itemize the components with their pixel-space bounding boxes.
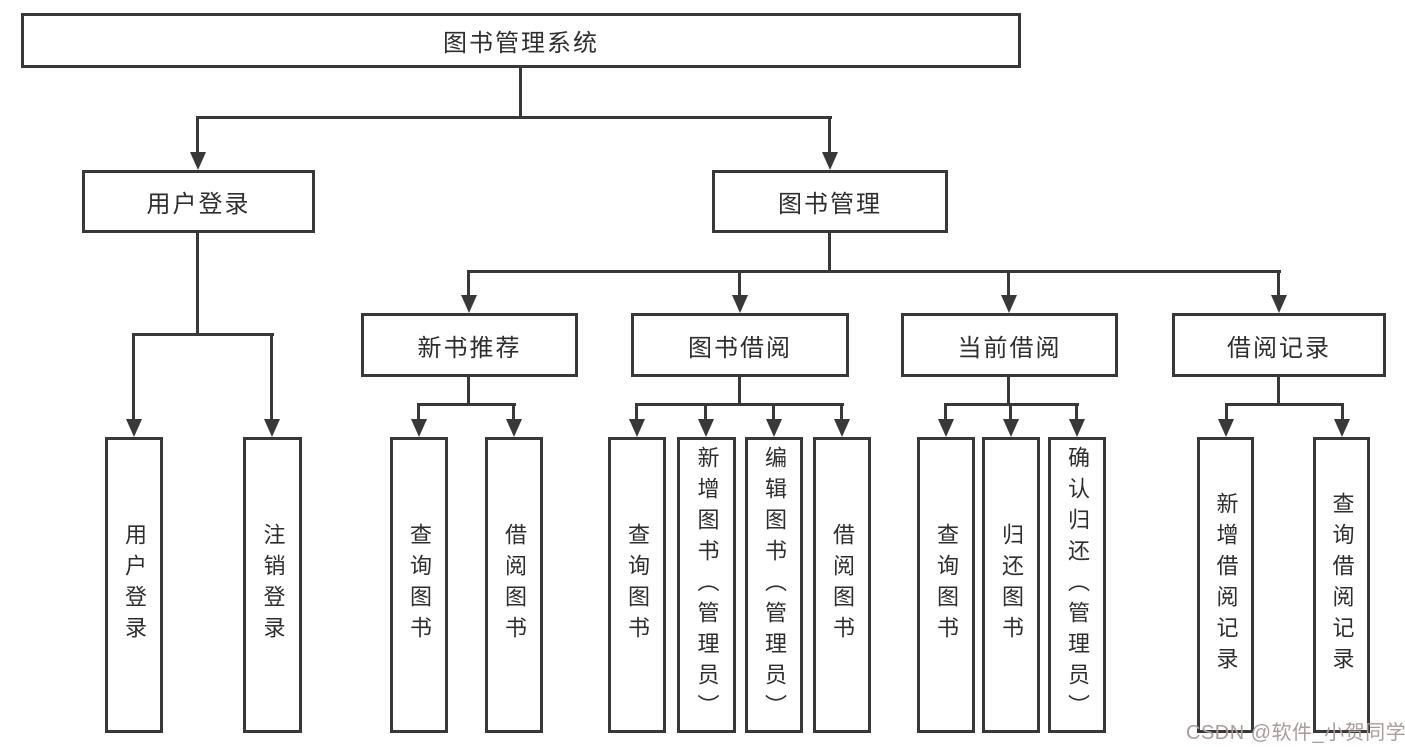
arrow-down-icon bbox=[126, 419, 142, 437]
arrow-down-icon bbox=[1271, 295, 1287, 313]
leaf-label: 查询借阅记录 bbox=[1329, 492, 1355, 678]
leaf-label: 查询图书 bbox=[407, 523, 432, 647]
arrow-down-icon bbox=[1069, 419, 1085, 437]
connector-line bbox=[196, 116, 199, 158]
arrow-down-icon bbox=[766, 419, 782, 437]
connector-line bbox=[1075, 403, 1078, 422]
arrow-down-icon bbox=[264, 419, 280, 437]
connector-line bbox=[467, 270, 470, 299]
arrow-down-icon bbox=[698, 419, 714, 437]
connector-line bbox=[417, 403, 516, 406]
leaf-add-borrow-record: 新增借阅记录 bbox=[1197, 437, 1254, 733]
leaf-label: 用户登录 bbox=[122, 523, 147, 647]
watermark: CSDN @软件_小贺同学 bbox=[1186, 722, 1405, 744]
leaf-label: 查询图书 bbox=[625, 523, 650, 647]
leaf-query-books-borrow: 查询图书 bbox=[608, 437, 666, 733]
connector-line bbox=[132, 333, 135, 423]
arrow-down-icon bbox=[1218, 419, 1234, 437]
arrow-down-icon bbox=[461, 295, 477, 313]
leaf-label: 借阅图书 bbox=[502, 523, 527, 647]
connector-line bbox=[196, 116, 832, 119]
connector-line bbox=[1007, 377, 1010, 406]
leaf-label: 借阅图书 bbox=[830, 523, 855, 647]
connector-line bbox=[635, 403, 844, 406]
connector-line bbox=[840, 403, 843, 422]
connector-line bbox=[132, 333, 274, 336]
leaf-add-book-admin: 新增图书（管理员） bbox=[677, 437, 736, 733]
arrow-down-icon bbox=[834, 419, 850, 437]
connector-line bbox=[1225, 403, 1228, 422]
leaf-logout: 注销登录 bbox=[243, 437, 302, 733]
arrow-down-icon bbox=[732, 295, 748, 313]
leaf-query-books-recommend: 查询图书 bbox=[390, 437, 448, 733]
connector-line bbox=[635, 403, 638, 422]
connector-line bbox=[467, 270, 1281, 273]
connector-line bbox=[772, 403, 775, 422]
leaf-edit-book-admin: 编辑图书（管理员） bbox=[745, 437, 803, 733]
node-current-borrow: 当前借阅 bbox=[901, 313, 1118, 377]
connector-line bbox=[704, 403, 707, 422]
connector-line bbox=[1225, 403, 1344, 406]
leaf-label: 归还图书 bbox=[999, 523, 1024, 647]
node-book-management: 图书管理 bbox=[712, 170, 948, 233]
leaf-label: 新增借阅记录 bbox=[1213, 492, 1239, 678]
node-borrow-records: 借阅记录 bbox=[1172, 313, 1386, 377]
connector-line bbox=[828, 233, 831, 273]
connector-line bbox=[417, 403, 420, 422]
connector-line bbox=[1341, 403, 1344, 422]
arrow-down-icon bbox=[1334, 419, 1350, 437]
connector-line bbox=[1007, 270, 1010, 299]
connector-line bbox=[738, 270, 741, 299]
arrow-down-icon bbox=[629, 419, 645, 437]
leaf-borrow-books: 借阅图书 bbox=[813, 437, 871, 733]
leaf-label: 编辑图书（管理员） bbox=[762, 445, 787, 725]
leaf-label: 确认归还（管理员） bbox=[1065, 445, 1090, 725]
arrow-down-icon bbox=[1003, 419, 1019, 437]
arrow-down-icon bbox=[938, 419, 954, 437]
leaf-borrow-books-recommend: 借阅图书 bbox=[485, 437, 543, 733]
connector-line bbox=[944, 403, 947, 422]
leaf-return-books: 归还图书 bbox=[982, 437, 1040, 733]
node-root: 图书管理系统 bbox=[21, 13, 1021, 68]
connector-line bbox=[467, 377, 470, 406]
arrow-down-icon bbox=[190, 152, 206, 170]
connector-line bbox=[512, 403, 515, 422]
leaf-query-books-current: 查询图书 bbox=[917, 437, 975, 733]
connector-line bbox=[738, 377, 741, 406]
node-book-borrow: 图书借阅 bbox=[631, 313, 849, 377]
arrow-down-icon bbox=[822, 152, 838, 170]
node-new-book-recommend: 新书推荐 bbox=[361, 313, 578, 377]
connector-line bbox=[828, 116, 831, 158]
arrow-down-icon bbox=[411, 419, 427, 437]
connector-line bbox=[196, 233, 199, 336]
leaf-label: 新增图书（管理员） bbox=[694, 445, 720, 725]
leaf-label: 注销登录 bbox=[260, 523, 286, 647]
node-user-login: 用户登录 bbox=[82, 170, 315, 233]
arrow-down-icon bbox=[1001, 295, 1017, 313]
arrow-down-icon bbox=[506, 419, 522, 437]
connector-line bbox=[519, 67, 522, 118]
leaf-label: 查询图书 bbox=[934, 523, 959, 647]
leaf-user-login: 用户登录 bbox=[105, 437, 163, 733]
connector-line bbox=[1277, 270, 1280, 299]
connector-line bbox=[270, 333, 273, 423]
connector-line bbox=[1009, 403, 1012, 422]
leaf-confirm-return-admin: 确认归还（管理员） bbox=[1048, 437, 1106, 733]
connector-line bbox=[1277, 377, 1280, 406]
leaf-query-borrow-record: 查询借阅记录 bbox=[1313, 437, 1370, 733]
